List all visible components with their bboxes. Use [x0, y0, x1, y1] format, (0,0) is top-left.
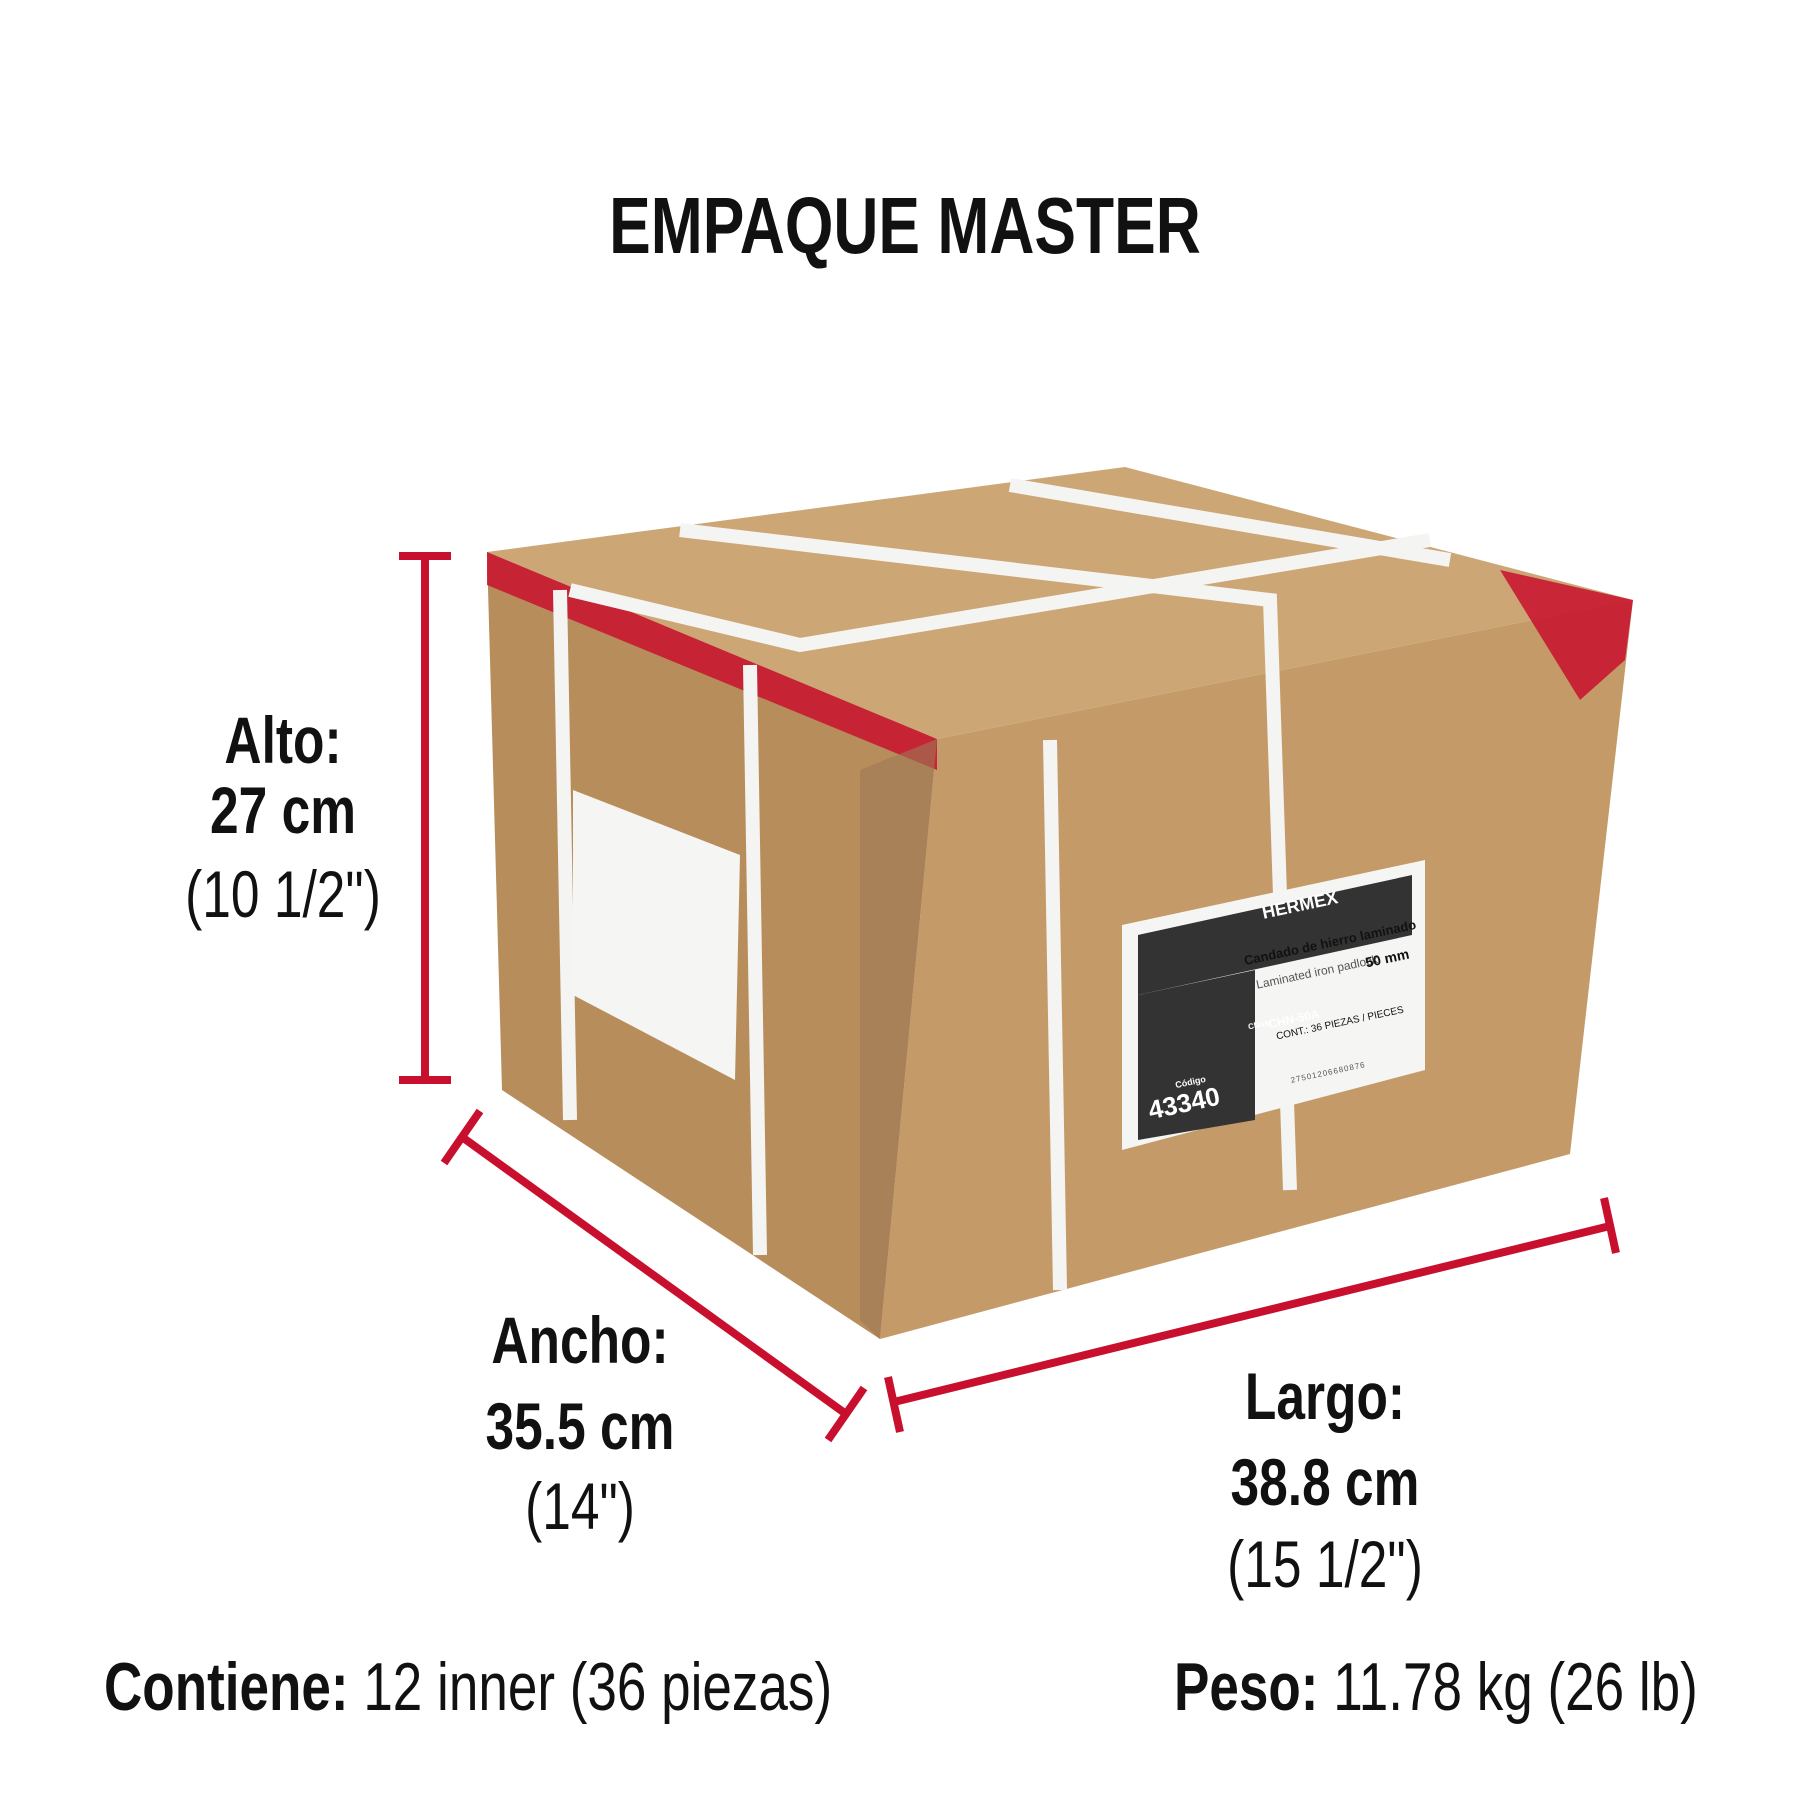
ancho-label: Ancho:	[491, 1303, 669, 1377]
largo-label: Largo:	[1244, 1359, 1406, 1433]
page-title: EMPAQUE MASTER	[609, 181, 1201, 270]
weight-value: 11.78 kg (26 lb)	[1333, 1649, 1698, 1725]
alto-metric: 27 cm	[210, 773, 356, 847]
dimension-lines	[399, 552, 1620, 1443]
red-tape	[487, 552, 937, 770]
largo-imperial: (15 1/2")	[1227, 1527, 1423, 1601]
side-label	[573, 790, 740, 1080]
largo-metric: 38.8 cm	[1230, 1445, 1420, 1519]
alto-imperial: (10 1/2")	[185, 857, 381, 931]
alto-label: Alto:	[224, 703, 342, 777]
weight-label: Peso:	[1174, 1649, 1319, 1725]
ancho-imperial: (14")	[525, 1469, 635, 1543]
ancho-metric: 35.5 cm	[485, 1389, 675, 1463]
clear-tape	[860, 739, 937, 1339]
weight-info: Peso: 11.78 kg (26 lb)	[1174, 1648, 1698, 1726]
contents-info: Contiene: 12 inner (36 piezas)	[104, 1648, 832, 1726]
contents-value: 12 inner (36 piezas)	[363, 1649, 833, 1725]
contents-label: Contiene:	[104, 1649, 349, 1725]
